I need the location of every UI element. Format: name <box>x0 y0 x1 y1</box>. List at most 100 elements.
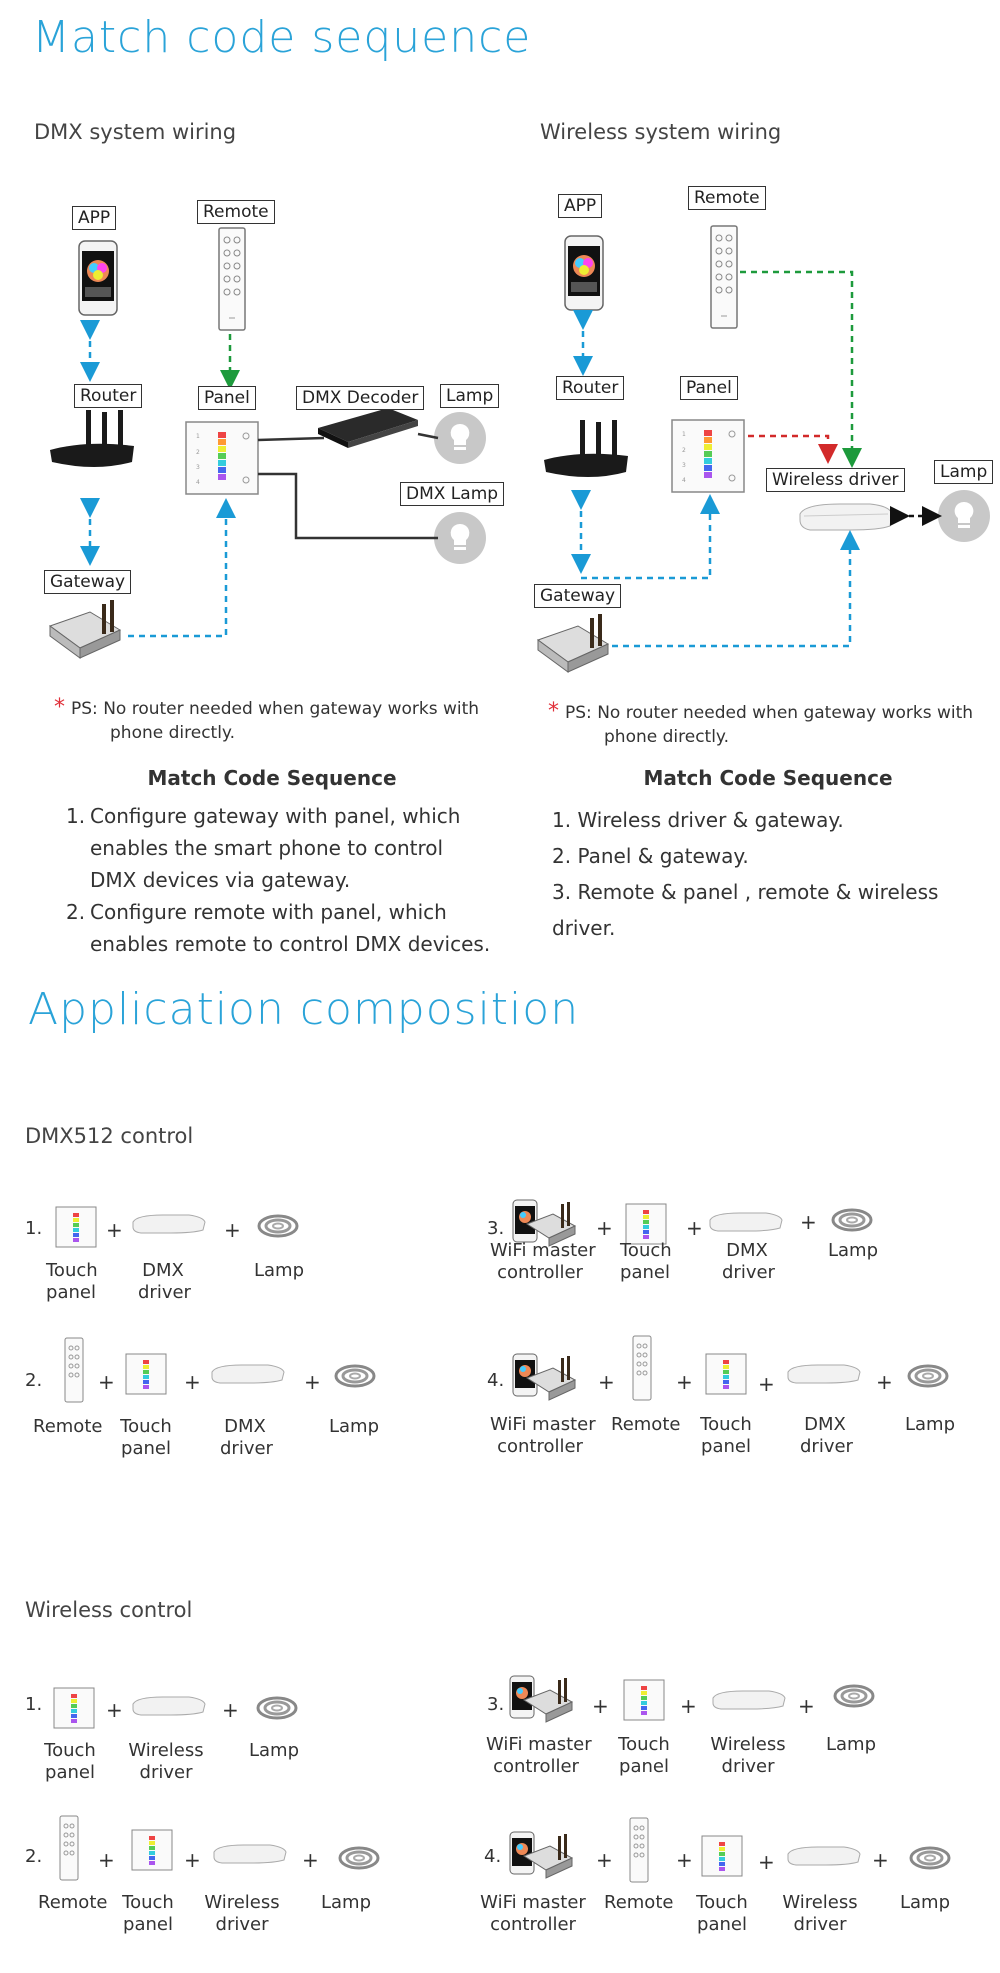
panel-image <box>185 421 259 495</box>
wireless-panel-image <box>671 419 745 493</box>
plus-sign: + <box>686 1216 703 1240</box>
dmx512-heading: DMX512 control <box>25 1124 194 1148</box>
asterisk-icon: * <box>548 699 559 724</box>
plus-sign: + <box>676 1370 693 1394</box>
wireless-label-router: Router <box>556 376 625 400</box>
wireless-label-lamp: Lamp <box>934 460 994 484</box>
combo-number: 3. <box>487 1218 505 1239</box>
caption-lamp: Lamp <box>905 1414 956 1435</box>
plus-sign: + <box>106 1218 123 1242</box>
caption-lamp: Lamp <box>826 1734 877 1755</box>
dmx-lamp-bulb-icon <box>434 512 486 564</box>
remote-image <box>218 227 246 331</box>
plus-sign: + <box>224 1218 241 1242</box>
label-router: Router <box>74 384 143 408</box>
label-remote: Remote <box>197 200 275 224</box>
wireless-lamp-bulb-icon <box>938 490 990 542</box>
combo-number: 2. <box>25 1370 43 1391</box>
plus-sign: + <box>876 1370 893 1394</box>
wireless-ps-note: *PS: No router needed when gateway works… <box>548 699 974 748</box>
plus-sign: + <box>222 1698 239 1722</box>
plus-sign: + <box>596 1216 613 1240</box>
wireless-control-heading: Wireless control <box>25 1598 193 1622</box>
plus-sign: + <box>302 1848 319 1872</box>
router-image <box>50 410 134 467</box>
wireless-router-image <box>544 420 628 477</box>
gateway-image <box>49 599 121 659</box>
caption-lamp: Lamp <box>900 1892 951 1913</box>
label-gateway: Gateway <box>44 570 132 594</box>
wireless-wiring-heading: Wireless system wiring <box>540 120 782 144</box>
combo-number: 3. <box>487 1694 505 1715</box>
plus-sign: + <box>798 1694 815 1718</box>
caption-lamp: Lamp <box>329 1416 380 1437</box>
asterisk-icon: * <box>54 695 65 720</box>
plus-sign: + <box>758 1372 775 1396</box>
section-title-application: Application composition <box>28 984 580 1035</box>
wireless-label-gateway: Gateway <box>534 584 622 608</box>
dmx-wiring-heading: DMX system wiring <box>34 120 237 144</box>
label-app: APP <box>72 206 117 230</box>
wireless-step-3: 3. Remote & panel , remote & wireless dr… <box>552 880 939 940</box>
wireless-gateway-image <box>537 613 609 673</box>
caption-remote: Remote <box>38 1892 108 1913</box>
caption-remote: Remote <box>611 1414 681 1435</box>
label-lamp: Lamp <box>440 384 500 408</box>
plus-sign: + <box>596 1848 613 1872</box>
plus-sign: + <box>872 1848 889 1872</box>
label-dmx-decoder: DMX Decoder <box>296 386 425 410</box>
wireless-remote-image <box>710 225 738 329</box>
wireless-label-panel: Panel <box>680 376 738 400</box>
dmx-ps-note: *PS: No router needed when gateway works… <box>54 695 480 744</box>
wireless-driver-image <box>799 503 893 531</box>
plus-sign: + <box>184 1848 201 1872</box>
plus-sign: + <box>592 1694 609 1718</box>
label-dmx-lamp: DMX Lamp <box>400 482 505 506</box>
dmx-decoder-image <box>318 408 418 448</box>
wireless-label-driver: Wireless driver <box>766 468 905 492</box>
wireless-label-app: APP <box>558 194 603 218</box>
plus-sign: + <box>184 1370 201 1394</box>
wireless-step-2: 2. Panel & gateway. <box>552 844 749 868</box>
plus-sign: + <box>304 1370 321 1394</box>
plus-sign: + <box>98 1370 115 1394</box>
wireless-label-remote: Remote <box>688 186 766 210</box>
combo-number: 1. <box>25 1218 43 1239</box>
wireless-app-phone-image <box>564 235 604 311</box>
plus-sign: + <box>106 1698 123 1722</box>
plus-sign: + <box>98 1848 115 1872</box>
wireless-step-1: 1. Wireless driver & gateway. <box>552 808 844 832</box>
caption-lamp: Lamp <box>254 1260 305 1281</box>
combo-number: 4. <box>484 1846 502 1867</box>
wireless-mcs-title: Match Code Sequence <box>643 766 893 790</box>
dmx-mcs-title: Match Code Sequence <box>147 766 397 790</box>
plus-sign: + <box>680 1694 697 1718</box>
wireless-steps-list: 1. Wireless driver & gateway. 2. Panel &… <box>552 802 992 946</box>
caption-remote: Remote <box>604 1892 674 1913</box>
caption-lamp: Lamp <box>249 1740 300 1761</box>
lamp-bulb-icon <box>434 412 486 464</box>
combo-number: 4. <box>487 1370 505 1391</box>
